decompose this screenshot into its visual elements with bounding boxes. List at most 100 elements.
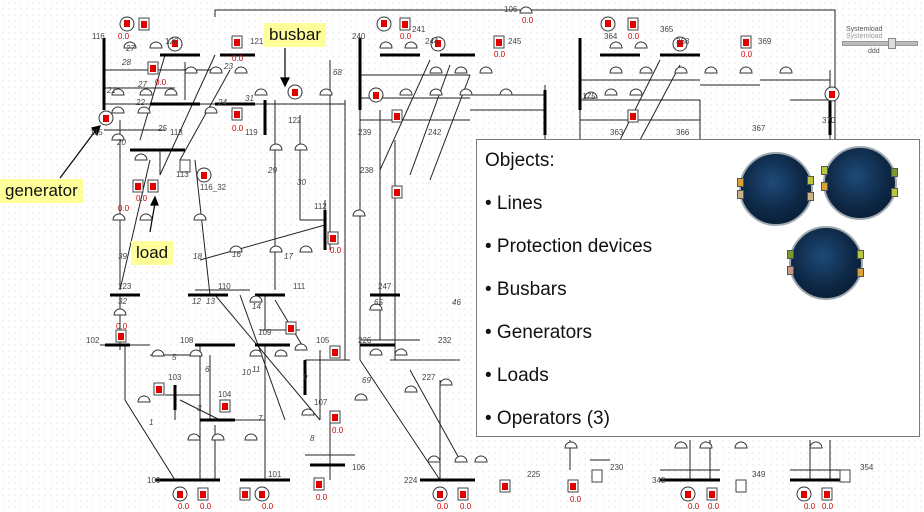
bus-label: 100 [147, 476, 161, 485]
line-number: 69 [362, 376, 371, 385]
line-number: 39 [118, 252, 127, 261]
line-number: 18 [193, 252, 202, 261]
bus-label: 241 [412, 25, 426, 34]
systemload-track[interactable] [842, 41, 918, 46]
systemload-value: ddd [868, 48, 880, 55]
line-number: 29 [268, 166, 277, 175]
reading-value: 0.0 [200, 502, 212, 511]
bus-label: 106 [504, 5, 518, 14]
line-number: 24 [218, 98, 227, 107]
bus-label: 245 [508, 37, 522, 46]
line-number: 6 [205, 365, 210, 374]
bus-label: 354 [860, 463, 874, 472]
line-number: 14 [252, 302, 261, 311]
bus-label: 112 [314, 202, 327, 211]
bus-label: 104 [218, 390, 232, 399]
bus-label: 349 [752, 470, 766, 479]
reading-value: 0.0 [494, 50, 506, 59]
bus-label: 107 [314, 398, 328, 407]
reading-value: 0.0 [570, 495, 582, 504]
bus-label: 110 [218, 282, 231, 291]
busbar-callout: busbar [264, 23, 326, 48]
bus-label: 224 [404, 476, 418, 485]
bus-label: 113 [176, 170, 189, 179]
systemload-ghost-title: Systemload [846, 33, 883, 40]
bus-label: 123 [118, 282, 132, 291]
bus-label: 244 [425, 37, 439, 46]
bus-label: 103 [168, 373, 182, 382]
bus-label: 364 [604, 32, 618, 41]
reading-value: 0.0 [232, 124, 244, 133]
bus-label: 109 [258, 328, 272, 337]
line-number: 175 [582, 92, 596, 101]
busbars [102, 38, 850, 482]
bus-label: 232 [438, 336, 452, 345]
objects-item-loads: • Loads [485, 365, 549, 386]
operator-agent-icon [737, 152, 814, 226]
bus-label: 226 [358, 336, 372, 345]
line-number: 46 [452, 298, 461, 307]
reading-value: 0.0 [822, 502, 834, 511]
line-number: 1 [149, 418, 154, 427]
systemload-slider[interactable]: Systemload Systemload ddd [838, 26, 918, 58]
line-number: 27 [138, 80, 147, 89]
line-number: 5 [172, 353, 177, 362]
bus-label: 118 [170, 128, 183, 137]
line-number: 9 [303, 373, 308, 382]
reading-value: 0.0 [118, 204, 130, 213]
bus-label: 363 [610, 128, 624, 137]
systemload-title: Systemload [846, 26, 883, 33]
callout-arrows [59, 48, 290, 233]
bus-label: 120 [165, 37, 179, 46]
bus-label: 119 [245, 128, 258, 137]
objects-panel: Objects: • Lines • Protection devices • … [476, 139, 920, 437]
objects-item-lines: • Lines [485, 193, 543, 214]
line-number: 3 [197, 404, 202, 413]
line-number: 16 [232, 250, 241, 259]
line-number: 11 [252, 365, 261, 374]
bus-label: 115 [90, 128, 103, 137]
reading-value: 0.0 [400, 32, 412, 41]
objects-panel-title: Objects: [485, 150, 555, 171]
bus-label: 101 [268, 470, 282, 479]
reading-value: 0.0 [262, 502, 274, 511]
reading-value: 0.0 [316, 493, 328, 502]
operator-agent-icon [821, 146, 898, 220]
objects-item-busbars: • Busbars [485, 279, 567, 300]
line-number: 25 [158, 124, 167, 133]
reading-value: 0.0 [522, 16, 534, 25]
bus-label: 366 [676, 128, 690, 137]
bus-label: 239 [358, 128, 372, 137]
line-number: 68 [333, 68, 342, 77]
line-number: 21 [107, 86, 116, 95]
bus-label: 348 [652, 476, 666, 485]
bus-label: 116 [92, 32, 105, 41]
line-number: 13 [206, 297, 215, 306]
reading-value: 0.0 [332, 426, 344, 435]
line-number: 10 [242, 368, 251, 377]
objects-item-generators: • Generators [485, 322, 592, 343]
objects-item-operators: • Operators (3) [485, 408, 610, 429]
load-indicators [103, 20, 835, 498]
reading-value: 0.0 [116, 322, 128, 331]
bus-label: 227 [422, 373, 436, 382]
bus-label: 111 [293, 282, 306, 291]
reading-value: 0.0 [232, 54, 244, 63]
reading-value: 0.0 [437, 502, 449, 511]
reading-value: 0.0 [804, 502, 816, 511]
systemload-knob[interactable] [888, 38, 896, 49]
bus-label: 238 [360, 166, 374, 175]
line-number: 27 [126, 44, 135, 53]
bus-label: 370 [822, 116, 836, 125]
transmission-lines [100, 9, 850, 481]
line-number: 7 [258, 414, 263, 423]
bus-label: 230 [610, 463, 624, 472]
line-number: 23 [224, 62, 233, 71]
bus-label: 122 [288, 116, 302, 125]
line-number: 31 [245, 94, 254, 103]
line-number: 20 [117, 138, 126, 147]
line-number: 32 [118, 297, 127, 306]
bus-label: 247 [378, 282, 392, 291]
bus-label: 368 [676, 37, 690, 46]
